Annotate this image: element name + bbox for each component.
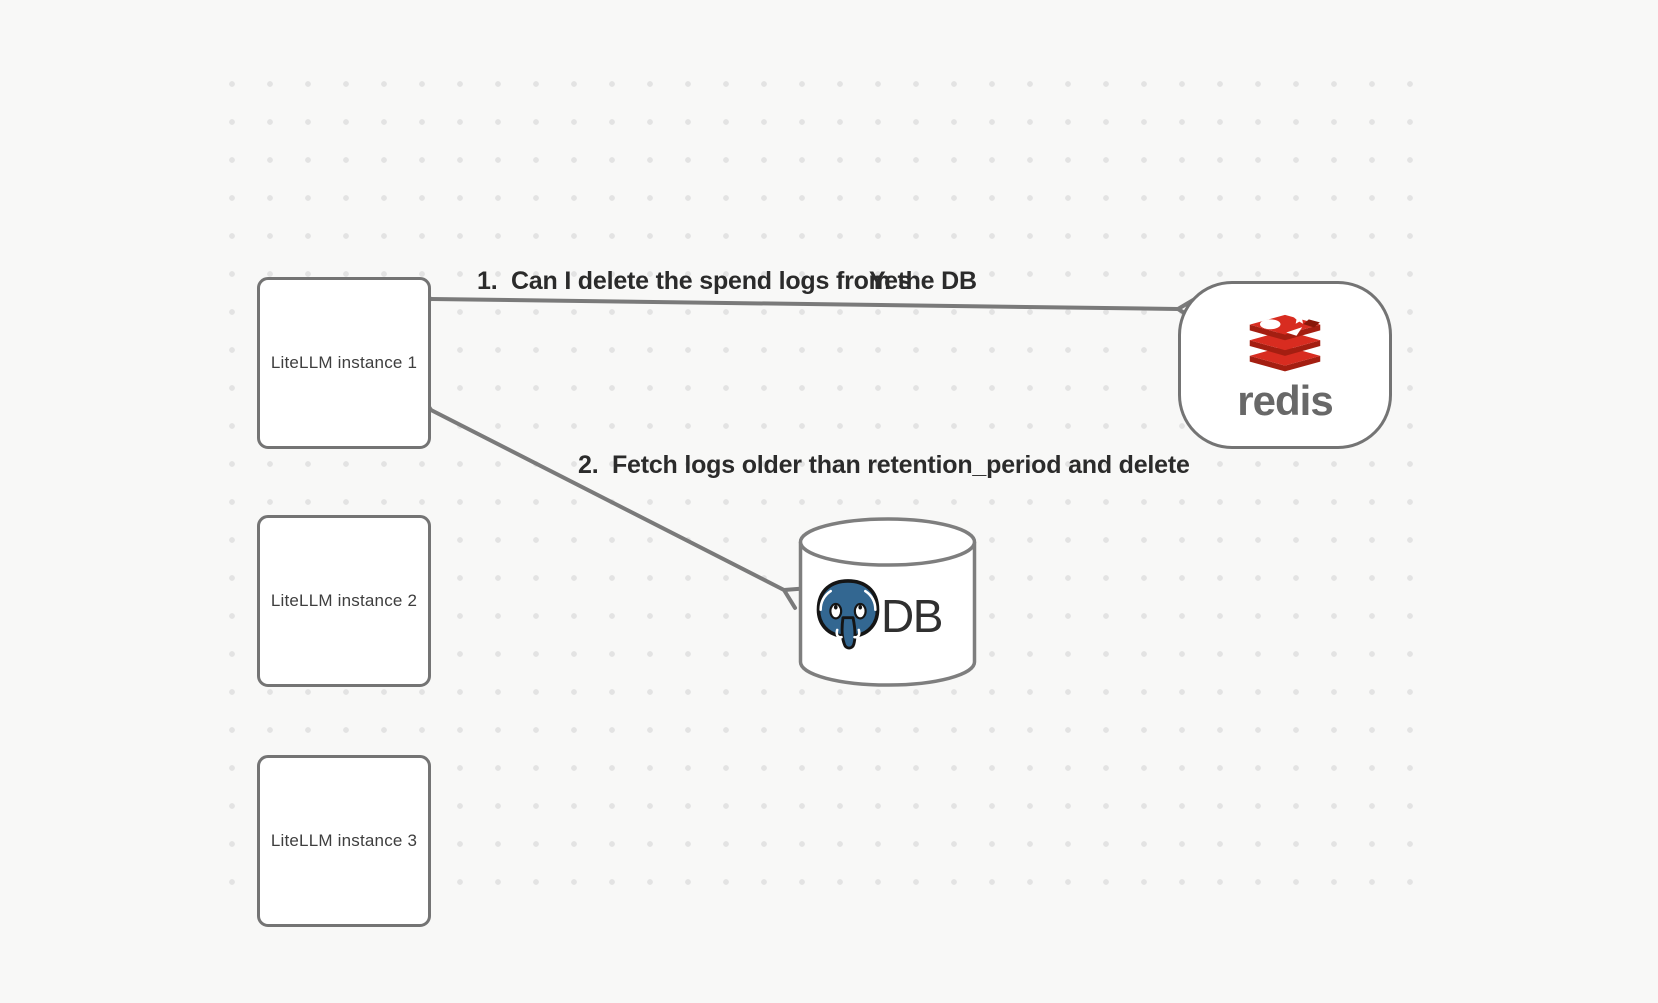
node-label: LiteLLM instance 1 <box>270 353 418 372</box>
arrow-1-label: 1. Can I delete the spend logs from the … <box>477 267 977 295</box>
arrow-1-response-label: Yes <box>869 267 912 295</box>
redis-wordmark: redis <box>1237 376 1333 424</box>
node-litellm-instance-2: LiteLLM instance 2 <box>257 515 431 687</box>
node-litellm-instance-3: LiteLLM instance 3 <box>257 755 431 927</box>
arrow-2-label: 2. Fetch logs older than retention_perio… <box>578 451 1190 479</box>
node-litellm-instance-1: LiteLLM instance 1 <box>257 277 431 449</box>
postgres-elephant-icon <box>816 579 880 650</box>
node-label: LiteLLM instance 2 <box>270 591 418 610</box>
node-db: DB <box>798 516 977 690</box>
node-redis: redis <box>1178 281 1392 449</box>
redis-stack-icon <box>1249 312 1321 371</box>
node-label: LiteLLM instance 3 <box>270 831 418 850</box>
db-label: DB <box>881 589 943 642</box>
database-cylinder-shape <box>798 517 977 687</box>
